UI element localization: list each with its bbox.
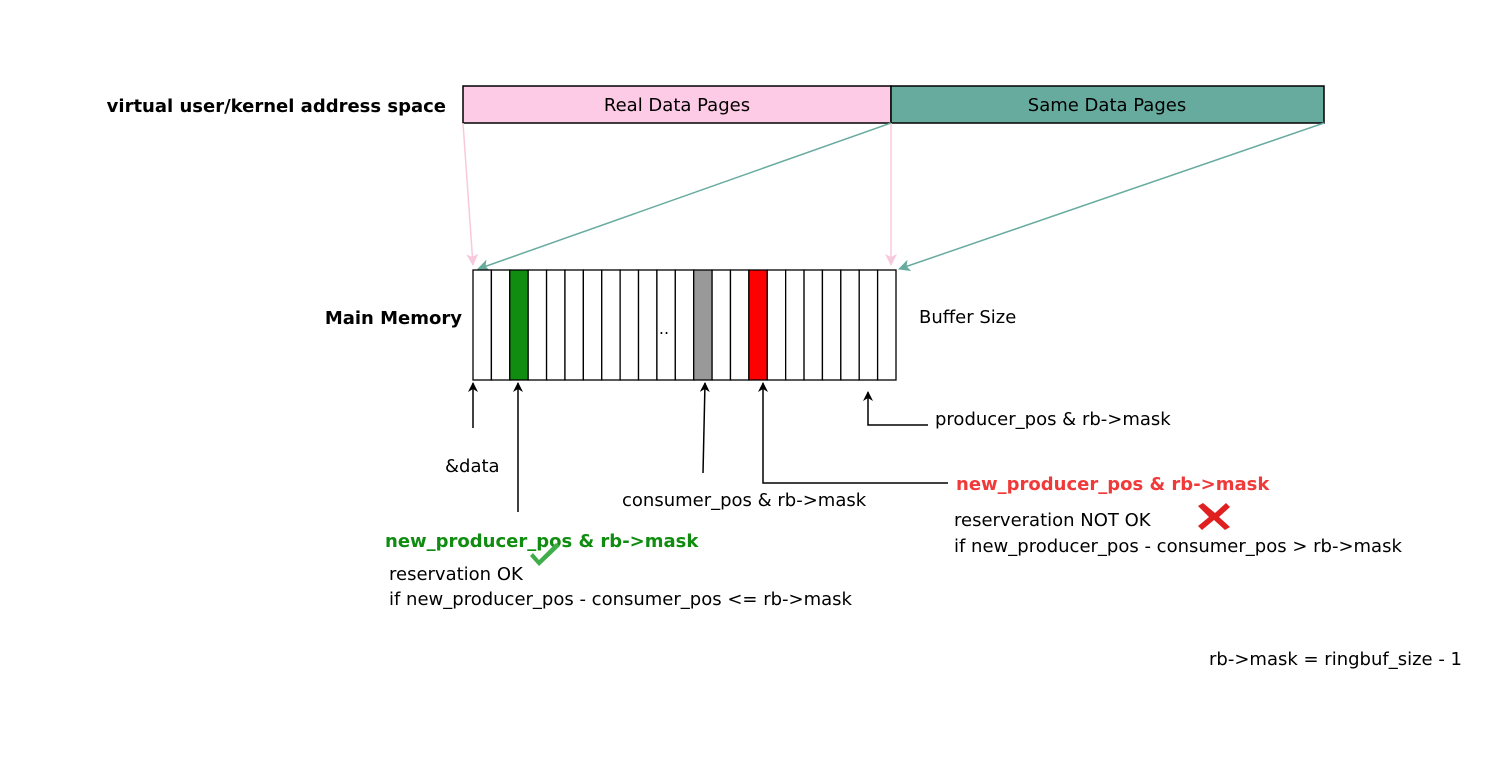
real-data-pages-label: Real Data Pages	[604, 95, 750, 116]
memory-ellipsis: ..	[659, 319, 669, 338]
memory-cell	[840, 269, 860, 381]
memory-cell-new-producer-bad	[748, 269, 768, 381]
memory-cell	[472, 269, 493, 381]
mask-footnote: rb->mask = ringbuf_size - 1	[1209, 649, 1462, 670]
memory-cell	[527, 269, 548, 381]
memory-cell	[766, 269, 787, 381]
new-producer-ok-label: new_producer_pos & rb->mask	[385, 531, 699, 552]
memory-cell	[582, 269, 603, 381]
memory-cell	[674, 269, 695, 381]
memory-cell-new-producer-ok	[509, 269, 529, 381]
producer-pointer-arrow	[863, 391, 928, 426]
main-memory-label: Main Memory	[325, 308, 462, 329]
memory-cell	[876, 269, 897, 381]
memory-cell	[711, 269, 732, 381]
real-start-mapping-arrow	[462, 122, 479, 266]
ok-condition-text: if new_producer_pos - consumer_pos <= rb…	[389, 589, 853, 610]
memory-cell	[545, 269, 566, 381]
memory-cell-consumer	[693, 269, 713, 381]
memory-cell	[821, 269, 842, 381]
consumer-pointer-label: consumer_pos & rb->mask	[622, 490, 867, 511]
ok-status-text: reservation OK	[389, 564, 524, 585]
buffer-size-label: Buffer Size	[919, 307, 1016, 328]
memory-cells	[472, 269, 897, 381]
new-producer-bad-arrow	[758, 382, 948, 484]
bad-condition-text: if new_producer_pos - consumer_pos > rb-…	[954, 536, 1402, 557]
address-space-label: virtual user/kernel address space	[107, 96, 446, 117]
same-end-mapping-arrow	[898, 122, 1325, 272]
bad-status-text: reserveration NOT OK	[954, 510, 1152, 531]
memory-cell	[619, 269, 640, 381]
same-start-mapping-arrow	[477, 122, 892, 271]
memory-cell	[564, 269, 584, 381]
memory-cell	[785, 269, 805, 381]
same-data-pages-block	[890, 85, 1325, 124]
new-producer-bad-label: new_producer_pos & rb->mask	[956, 474, 1270, 495]
memory-cell	[803, 269, 824, 381]
memory-cell	[858, 269, 879, 381]
cross-icon	[1198, 503, 1230, 530]
consumer-pointer-arrow	[699, 382, 710, 474]
real-data-pages-block	[462, 85, 892, 124]
producer-pointer-label: producer_pos & rb->mask	[935, 409, 1171, 430]
memory-cell	[637, 269, 658, 381]
memory-cell	[601, 269, 621, 381]
memory-cell	[729, 269, 750, 381]
same-data-pages-label: Same Data Pages	[1028, 95, 1186, 116]
check-icon	[530, 543, 560, 566]
memory-cell	[490, 269, 511, 381]
data-pointer-label: &data	[445, 456, 500, 477]
